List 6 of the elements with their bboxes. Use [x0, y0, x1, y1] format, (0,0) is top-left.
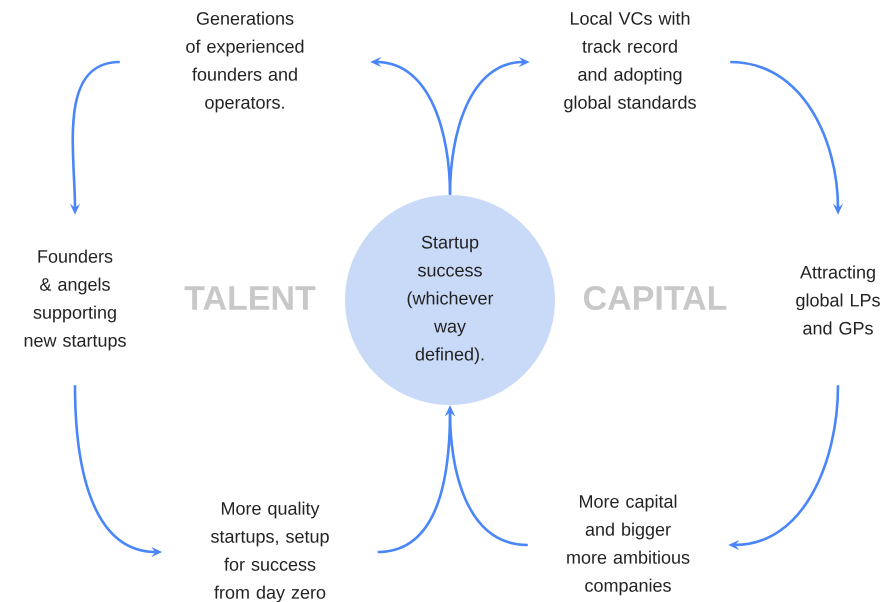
- node-text: More capital and bigger more ambitious companies: [567, 494, 690, 596]
- node-text: Generations of experienced founders and operators.: [186, 12, 304, 112]
- node-text: Local VCs with track record and adopting global standards: [564, 12, 696, 112]
- node-text: Founders & angels supporting new startups: [24, 250, 126, 350]
- node-text: More quality startups, setup for success from day zero: [210, 502, 329, 602]
- node-text: Attracting global LPs and GPs: [796, 265, 880, 335]
